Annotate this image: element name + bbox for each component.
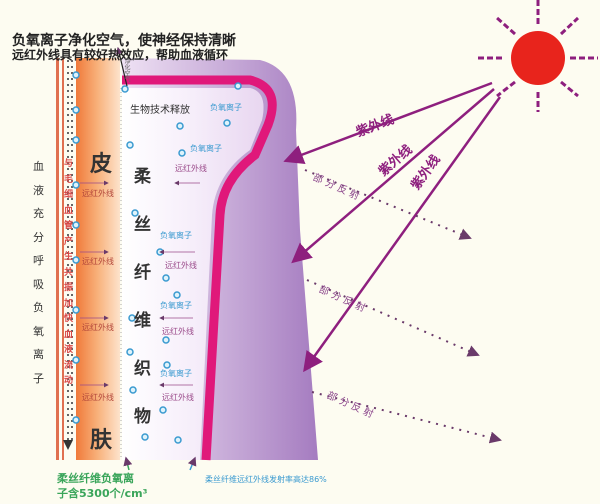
column-char: 织 xyxy=(134,359,151,379)
column-char: 丝 xyxy=(134,215,151,235)
column-char: 液 xyxy=(33,183,44,197)
fir-label: 远红外线 xyxy=(162,393,194,402)
column-char: 子 xyxy=(33,371,44,385)
column-char: 血 xyxy=(33,160,44,173)
sun-icon xyxy=(478,0,598,112)
pointer-arrow xyxy=(123,456,133,471)
ion-density-note-line1: 柔丝纤维负氧离 xyxy=(57,472,134,485)
fabric-pink-band xyxy=(122,75,277,461)
fir-label: 远红外线 xyxy=(82,323,114,332)
column-char: 共 xyxy=(64,267,74,278)
skin-label-bottom: 肤 xyxy=(90,428,113,453)
column-char: 血 xyxy=(64,329,74,340)
column-char: 振 xyxy=(64,283,74,293)
ion-label: 负氧离子 xyxy=(210,103,242,112)
column-char: 分 xyxy=(33,230,44,244)
fabric-area xyxy=(122,88,264,460)
capillary-column-text: 与毛细血管产生共振加快血液流动 xyxy=(64,157,73,390)
left-column-text: 血液充分呼吸负氧离子 xyxy=(33,155,44,390)
column-char: 呼 xyxy=(33,254,44,267)
fir-label: 远红外线 xyxy=(175,164,207,173)
column-char: 动 xyxy=(64,376,74,386)
column-char: 快 xyxy=(64,314,74,324)
column-char: 液 xyxy=(64,345,74,355)
header-line-1: 负氧离子净化空气，使神经保持清晰 xyxy=(12,33,236,49)
ion-density-note-line2: 子含5300个/cm³ xyxy=(57,487,148,500)
column-char: 生 xyxy=(64,252,74,262)
skin-label-top: 皮 xyxy=(90,152,113,177)
column-char: 流 xyxy=(64,360,74,371)
column-char: 毛 xyxy=(64,174,74,185)
column-char: 产 xyxy=(64,236,74,247)
column-char: 柔 xyxy=(134,167,151,187)
column-char: 离 xyxy=(33,348,44,361)
reflection-rays xyxy=(304,169,502,444)
fir-label: 远红外线 xyxy=(82,257,114,266)
fir-label: 远红外线 xyxy=(162,327,194,336)
header-line-2: 远红外线具有较好热效应，帮助血液循环 xyxy=(12,48,229,62)
air-purify-arrow xyxy=(115,46,128,87)
column-char: 充 xyxy=(33,207,44,220)
fir-label: 远红外线 xyxy=(82,393,114,402)
column-char: 血 xyxy=(64,205,74,216)
ion-dots xyxy=(72,71,242,444)
pointer-arrow xyxy=(187,456,197,471)
column-char: 吸 xyxy=(33,277,44,291)
bio-release-label: 生物技术释放 xyxy=(130,105,190,116)
air-purify-label: 净化空气 xyxy=(123,58,130,82)
ion-label: 负氧离子 xyxy=(160,301,192,310)
ion-label: 负氧离子 xyxy=(190,144,222,153)
column-char: 氧 xyxy=(33,324,44,338)
column-char: 维 xyxy=(134,311,151,331)
capillary-line xyxy=(62,58,64,460)
fir-label: 远红外线 xyxy=(165,261,197,270)
capillary-line xyxy=(56,58,59,460)
ion-label: 负氧离子 xyxy=(160,231,192,240)
uv-rays xyxy=(283,81,502,373)
far-infrared-arrows xyxy=(80,180,200,388)
column-char: 细 xyxy=(64,190,74,200)
fabric-column-text: 柔丝纤维织物 xyxy=(134,153,151,441)
flow-down-arrow-icon xyxy=(63,440,73,450)
ion-label: 负氧离子 xyxy=(160,369,192,378)
fir-emission-note: 柔丝纤维远红外线发射率高达86% xyxy=(205,475,327,484)
column-char: 与 xyxy=(64,159,74,169)
column-char: 负 xyxy=(33,301,44,314)
column-char: 加 xyxy=(64,298,74,309)
column-char: 管 xyxy=(64,221,74,231)
fir-label: 远红外线 xyxy=(82,189,114,198)
column-char: 物 xyxy=(134,407,151,427)
column-char: 纤 xyxy=(134,263,151,283)
skin-layer xyxy=(76,58,120,460)
